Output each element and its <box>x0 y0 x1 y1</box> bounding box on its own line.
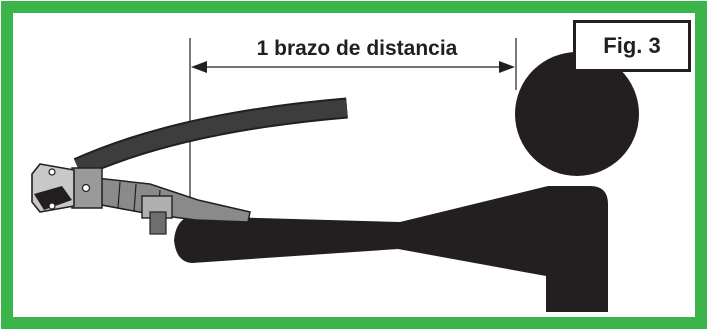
figure-label: Fig. 3 <box>603 33 661 58</box>
gun-nozzle-bolt-1 <box>48 168 56 176</box>
dimension-label: 1 brazo de distancia <box>256 37 458 60</box>
hose-fill <box>74 99 348 176</box>
person-silhouette-icon <box>174 186 608 312</box>
gun-detail-1 <box>117 181 121 209</box>
gun-nozzle-flap <box>34 186 72 210</box>
gun-coupling-bolt <box>81 183 91 193</box>
spray-gun-icon <box>31 163 251 235</box>
person-head <box>515 52 639 176</box>
dimension-arrowhead-right <box>499 61 515 73</box>
gun-nozzle-bolt-2 <box>48 202 56 210</box>
figure-label-box: Fig. 3 <box>573 20 691 72</box>
gun-detail-2 <box>133 183 137 213</box>
dimension-arrowhead-left <box>191 61 207 73</box>
gun-trigger-guard <box>149 211 167 235</box>
